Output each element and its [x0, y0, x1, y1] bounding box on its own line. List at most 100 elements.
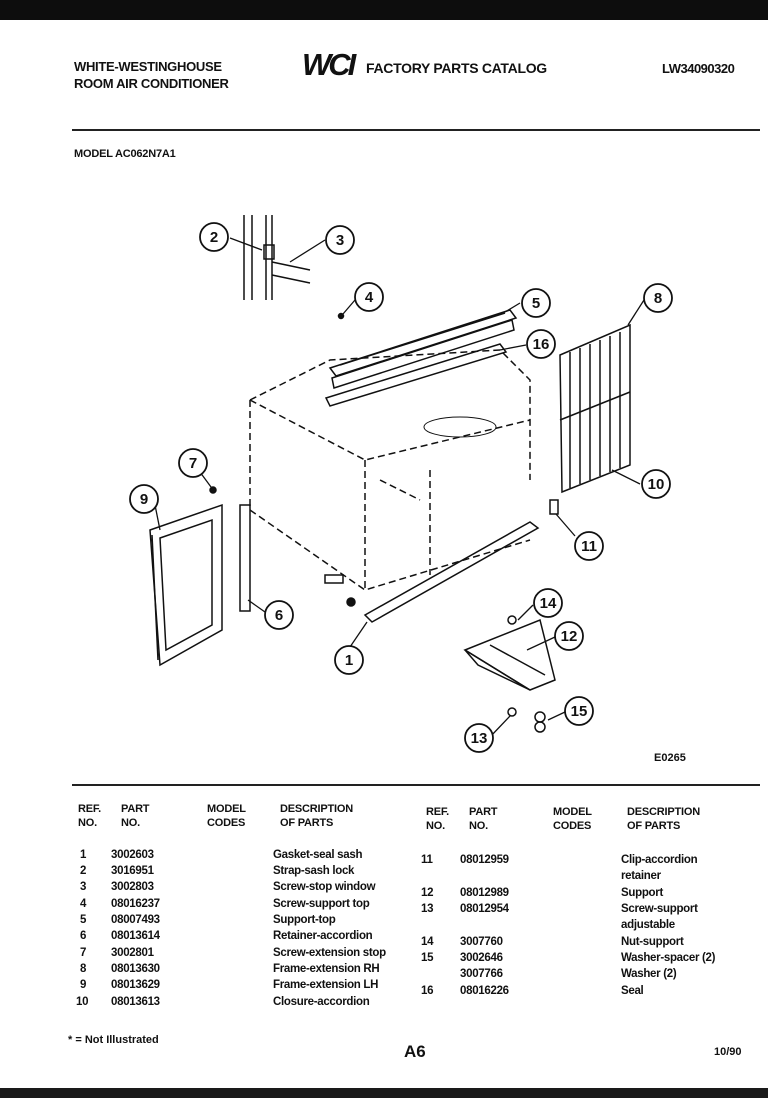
callout-5 — [521, 288, 551, 318]
callout-9-label: 9 — [140, 491, 148, 508]
header-part-line2: NO. — [469, 820, 488, 832]
part-description: Frame-extension LH — [273, 979, 379, 991]
ref-number: 11 — [421, 854, 433, 866]
callout-9 — [129, 484, 159, 514]
frame-extension-rh-drawing — [559, 323, 631, 494]
callout-1 — [334, 645, 364, 675]
callout-6-label: 6 — [275, 607, 283, 624]
header-ref-right: REF. NO. — [426, 805, 449, 833]
part-number: 08012959 — [460, 854, 509, 866]
header-ref-left: REF. NO. — [78, 802, 101, 830]
ref-number: 13 — [421, 903, 434, 915]
header-desc-left: DESCRIPTION OF PARTS — [280, 802, 353, 830]
top-scan-border — [0, 0, 768, 20]
ref-number: 8 — [80, 963, 87, 975]
support-bracket-drawing — [463, 618, 556, 691]
wci-logo: WCI — [302, 47, 361, 81]
page-number: A6 — [404, 1042, 426, 1061]
catalog-number: LW34090320 — [662, 61, 735, 76]
header-rule — [72, 129, 760, 131]
brand-name: WHITE-WESTINGHOUSE — [74, 59, 222, 74]
callout-7-label: 7 — [189, 455, 197, 472]
part-number: 08013614 — [111, 930, 160, 942]
callout-4 — [354, 282, 384, 312]
callout-6 — [264, 600, 294, 630]
header-model-line2: CODES — [553, 820, 592, 832]
part-description: Seal — [621, 985, 644, 997]
part-description: Washer-spacer (2) — [621, 952, 716, 964]
part-description: Strap-sash lock — [273, 865, 355, 877]
header-part-line1: PART — [121, 803, 150, 815]
header-model-line1: MODEL — [553, 806, 592, 818]
part-description: Retainer-accordion — [273, 930, 373, 942]
callout-2-label: 2 — [210, 229, 218, 246]
product-line: ROOM AIR CONDITIONER — [74, 76, 229, 91]
part-number: 3007760 — [460, 936, 503, 948]
callout-7 — [178, 448, 208, 478]
callout-12-label: 12 — [561, 628, 578, 645]
header-ref-line2: NO. — [78, 817, 97, 829]
ref-number: 14 — [421, 936, 434, 948]
seal-drawing — [324, 343, 508, 407]
brand-block: WHITE-WESTINGHOUSE ROOM AIR CONDITIONER — [74, 58, 229, 92]
callout-5-label: 5 — [532, 295, 540, 312]
callout-12 — [554, 621, 584, 651]
callout-3-label: 3 — [336, 232, 344, 249]
ref-number: 3 — [80, 881, 87, 893]
part-description-continued: retainer — [621, 870, 661, 882]
bottom-scan-border — [0, 1088, 768, 1098]
callout-15-label: 15 — [571, 703, 588, 720]
ref-number: 5 — [80, 914, 87, 926]
part-number: 08012989 — [460, 887, 509, 899]
part-number: 3002646 — [460, 952, 503, 964]
header-ref-line1: REF. — [426, 806, 450, 818]
header-desc-line1: DESCRIPTION — [627, 806, 700, 818]
header-desc-right: DESCRIPTION OF PARTS — [627, 805, 700, 833]
part-number: 08016226 — [460, 985, 509, 997]
frame-extension-lh-drawing — [149, 503, 223, 667]
part-number: 08013613 — [111, 996, 160, 1008]
ref-number: 1 — [80, 849, 87, 861]
header-model-right: MODEL CODES — [553, 805, 592, 833]
header-model-line1: MODEL — [207, 803, 246, 815]
top-support-drawing — [328, 309, 518, 389]
part-number: 3002801 — [111, 947, 154, 959]
callout-16-label: 16 — [533, 336, 550, 353]
ref-number: 9 — [80, 979, 87, 991]
table-top-rule — [72, 784, 760, 786]
part-number: 08007493 — [111, 914, 160, 926]
part-number: 08016237 — [111, 898, 160, 910]
header-model-left: MODEL CODES — [207, 802, 246, 830]
header-ref-line1: REF. — [78, 803, 102, 815]
cabinet-outline — [249, 349, 531, 591]
header-model-line2: CODES — [207, 817, 246, 829]
header-desc-line2: OF PARTS — [627, 820, 681, 832]
callout-14-label: 14 — [540, 595, 557, 612]
part-description: Gasket-seal sash — [273, 849, 363, 861]
callout-8 — [643, 283, 673, 313]
callout-13 — [464, 723, 494, 753]
header-part-right: PART NO. — [469, 805, 498, 833]
part-number: 3002803 — [111, 881, 154, 893]
callout-4-label: 4 — [365, 289, 374, 306]
callout-13-label: 13 — [471, 730, 488, 747]
callout-8-label: 8 — [654, 290, 662, 307]
callout-11 — [574, 531, 604, 561]
diagram-code: E0265 — [654, 752, 686, 764]
ref-number: 10 — [76, 996, 89, 1008]
part-description: Support — [621, 887, 663, 899]
callout-2 — [199, 222, 229, 252]
part-number: 3016951 — [111, 865, 154, 877]
part-number: 08012954 — [460, 903, 509, 915]
callout-10 — [641, 469, 671, 499]
part-number: 3007766 — [460, 968, 503, 980]
exploded-parts-diagram: 1 2 3 4 5 6 7 8 9 10 11 12 13 14 15 16 — [129, 215, 673, 753]
part-description: Closure-accordion — [273, 996, 370, 1008]
part-number: 3002603 — [111, 849, 154, 861]
part-description: Screw-extension stop — [273, 947, 386, 959]
callout-14 — [533, 588, 563, 618]
part-number: 08013630 — [111, 963, 160, 975]
header-ref-line2: NO. — [426, 820, 445, 832]
part-description: Washer (2) — [621, 968, 677, 980]
retainer-accordion-drawing — [239, 504, 251, 612]
